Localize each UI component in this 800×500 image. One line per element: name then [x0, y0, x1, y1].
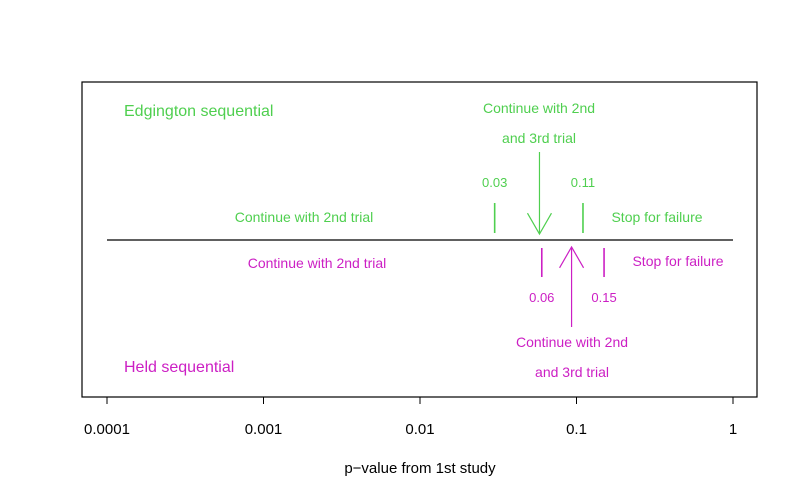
region-label-stop: Stop for failure	[611, 209, 702, 225]
region-label-continue-2nd: Continue with 2nd trial	[235, 209, 374, 225]
threshold-label: 0.15	[591, 290, 616, 305]
decision-arrow-head	[526, 212, 552, 236]
threshold-label: 0.06	[529, 290, 554, 305]
x-tick-label: 0.001	[245, 421, 283, 438]
x-tick-label: 0.01	[405, 421, 434, 438]
decision-arrow-head	[559, 245, 585, 269]
panel-title: Held sequential	[124, 359, 234, 376]
region-label-continue-2nd-3rd: and 3rd trial	[502, 130, 576, 146]
threshold-label: 0.11	[571, 175, 595, 190]
region-label-stop: Stop for failure	[632, 253, 723, 269]
x-tick-label: 1	[729, 421, 737, 438]
x-tick-label: 0.0001	[84, 421, 130, 438]
region-label-continue-2nd-3rd: Continue with 2nd	[483, 100, 595, 116]
region-label-continue-2nd-3rd: Continue with 2nd	[516, 334, 628, 350]
region-label-continue-2nd: Continue with 2nd trial	[248, 255, 387, 271]
region-label-continue-2nd-3rd: and 3rd trial	[535, 364, 609, 380]
x-tick-label: 0.1	[566, 421, 587, 438]
threshold-label: 0.03	[482, 175, 507, 190]
panel-title: Edgington sequential	[124, 103, 273, 120]
x-axis-title: p−value from 1st study	[344, 460, 496, 477]
